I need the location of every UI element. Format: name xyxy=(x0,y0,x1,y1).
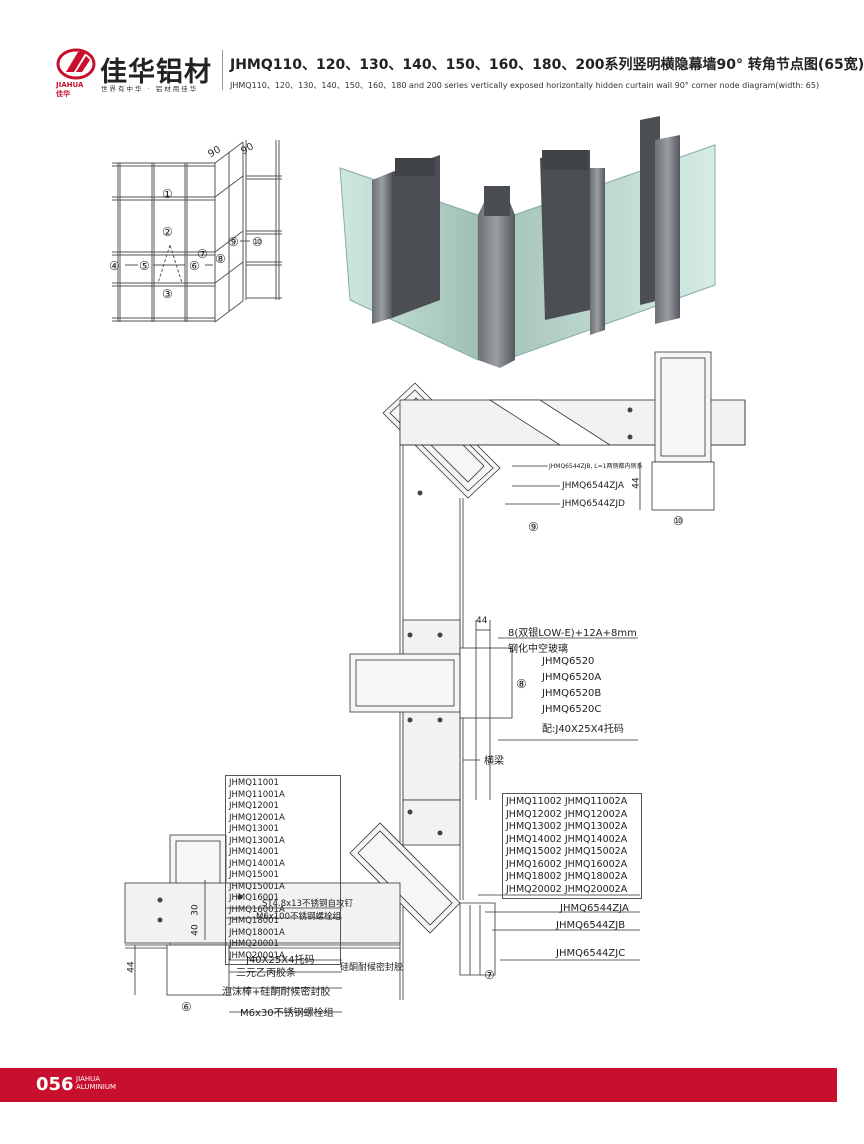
beam-label: 横梁 xyxy=(484,756,504,767)
node8-part-2: JHMQ6520A xyxy=(542,672,602,683)
elevation-grid-diagram: 90 90 ① ② ③ ④ ⑤ ⑥ ⑦ ⑧ ⑨ ⑩ xyxy=(109,140,282,323)
node8-part-4: JHMQ6520C xyxy=(542,704,602,715)
node6-dim-30: 30 xyxy=(190,904,201,916)
right-list-item: JHMQ12002 JHMQ12002A xyxy=(506,808,628,820)
footer-brand-2: ALUMINIUM xyxy=(76,1083,117,1091)
right-list-item: JHMQ13002 JHMQ13002A xyxy=(506,821,628,832)
node6-screw: ST4.8x13不锈钢自攻钉 xyxy=(262,899,353,909)
node8-mark: ⑧ xyxy=(516,677,527,691)
node7-mark: ⑦ xyxy=(484,968,495,982)
left-list-item: JHMQ11001 JHMQ11001A xyxy=(229,778,285,800)
node-label-2: ② xyxy=(162,225,173,239)
node-label-8: ⑧ xyxy=(215,252,226,266)
left-list-item: JHMQ13001 JHMQ13001A xyxy=(229,824,285,846)
node8-part-3: JHMQ6520B xyxy=(542,688,602,699)
elevation-dim-1: 90 xyxy=(206,144,223,160)
left-list-item: JHMQ16001 JHMQ16001A xyxy=(229,893,285,915)
node8-glass: 8(双银LOW-E)+12A+8mm xyxy=(508,628,637,639)
node8-dim: 44 xyxy=(476,616,488,626)
node6-part-2: 三元乙丙胶条 xyxy=(236,968,296,979)
node-label-9: ⑨ xyxy=(228,235,239,249)
node-label-5: ⑤ xyxy=(139,259,150,273)
node8-part-1: JHMQ6520 xyxy=(542,656,595,667)
brand-slogan: 世界有中华 · 铝材用佳华 xyxy=(101,85,199,93)
left-parts-list: JHMQ11001 JHMQ11001A JHMQ12001 JHMQ12001… xyxy=(225,775,341,965)
header-divider xyxy=(222,50,223,90)
section-node-drawing xyxy=(124,351,746,1013)
node6-mark: ⑥ xyxy=(181,1000,192,1014)
node9-top-label: JHMQ6544ZJB, L=1两侧都内侧系 xyxy=(549,463,643,470)
node-label-3: ③ xyxy=(162,287,173,301)
page-title: JHMQ110、120、130、140、150、160、180、200系列竖明横… xyxy=(230,57,864,73)
left-list-item: JHMQ12001 JHMQ12001A xyxy=(229,801,285,823)
page-footer-band xyxy=(0,1068,837,1102)
right-list-item: JHMQ16002 JHMQ16002A xyxy=(506,858,628,870)
right-list-item: JHMQ14002 JHMQ14002A xyxy=(506,833,628,845)
node6-dim-44: 44 xyxy=(126,961,137,973)
node-label-7: ⑦ xyxy=(197,247,208,261)
right-list-item: JHMQ20002 JHMQ20002A xyxy=(506,883,628,895)
right-list-item: JHMQ15002 JHMQ15002A xyxy=(506,846,628,857)
node6-bolt: M6x100不锈钢螺栓组 xyxy=(256,912,341,922)
footer-brand: JIAHUA ALUMINIUM xyxy=(76,1075,116,1091)
left-list-item: JHMQ20001 JHMQ20001A xyxy=(229,939,285,961)
right-list-item: JHMQ18002 JHMQ18002A xyxy=(506,871,628,882)
node7-seal: 硅酮耐候密封胶 xyxy=(340,963,404,973)
node6-dim-40: 40 xyxy=(190,924,201,936)
node8-part-5: 配:J40X25X4托码 xyxy=(542,724,624,735)
node-label-6: ⑥ xyxy=(189,259,200,273)
node7-part-3: JHMQ6544ZJC xyxy=(556,948,626,959)
node-label-4: ④ xyxy=(109,259,120,273)
node-label-10: ⑩ xyxy=(252,235,263,249)
node9-part-a: JHMQ6544ZJA xyxy=(562,481,624,491)
node7-part-1: JHMQ6544ZJA xyxy=(560,903,629,914)
left-list-item: JHMQ14001 JHMQ14001A xyxy=(229,847,285,869)
footer-brand-1: JIAHUA xyxy=(76,1075,101,1083)
node7-part-2: JHMQ6544ZJB xyxy=(556,920,626,931)
brand-name: 佳华铝材 xyxy=(100,57,212,88)
brand-en: JIAHUA xyxy=(56,81,84,89)
elevation-dim-2: 90 xyxy=(239,141,256,157)
node6-part-1: J40X25X4托码 xyxy=(246,955,315,966)
jiahua-logo-icon xyxy=(56,48,96,80)
corner-3d-render xyxy=(339,116,716,368)
node6-part-3: 泡沫棒+硅酮耐候密封胶 xyxy=(222,987,331,998)
right-parts-list: JHMQ11002 JHMQ11002A JHMQ12002 JHMQ12002… xyxy=(502,793,642,899)
left-list-item: JHMQ15001 JHMQ15001A xyxy=(229,870,285,892)
node8-glass2: 钢化中空玻璃 xyxy=(508,644,568,655)
node10-dim: 44 xyxy=(631,477,642,489)
node6-part-4: M6x30不锈钢螺栓组 xyxy=(240,1008,334,1019)
node9-part-b: JHMQ6544ZJD xyxy=(562,499,625,509)
page-subtitle: JHMQ110、120、130、140、150、160、180 and 200 … xyxy=(230,81,820,90)
node10-mark: ⑩ xyxy=(673,514,684,528)
brand-small: 佳华 xyxy=(56,90,70,98)
left-list-item: JHMQ18001 JHMQ18001A xyxy=(229,916,285,938)
node9-mark: ⑨ xyxy=(528,520,539,534)
node-label-1: ① xyxy=(162,187,173,201)
page-number: 056 xyxy=(36,1074,74,1095)
right-list-item: JHMQ11002 JHMQ11002A xyxy=(506,796,628,807)
page-header: 佳华铝材 JIAHUA 佳华 世界有中华 · 铝材用佳华 JHMQ110、120… xyxy=(0,0,864,100)
